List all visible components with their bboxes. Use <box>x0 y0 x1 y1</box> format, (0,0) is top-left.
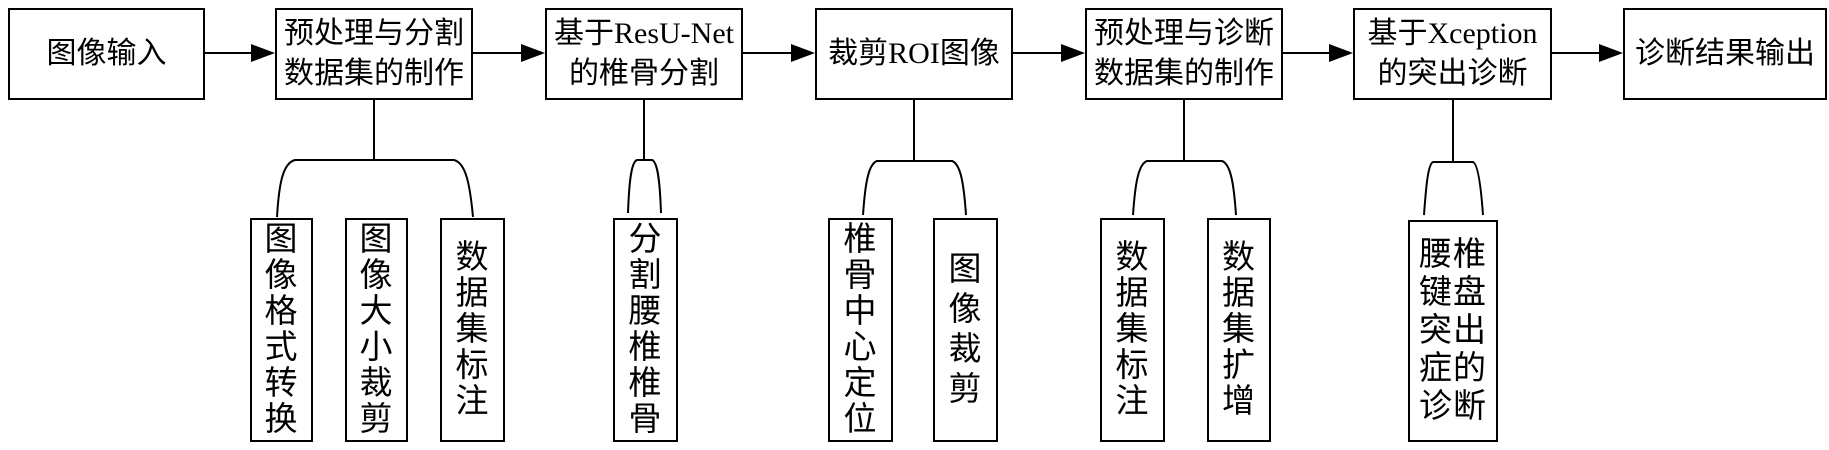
sub-box-image-size-cropping-label: 图像大小裁剪 <box>359 222 394 438</box>
sub-box-lumbar-disc-herniation-diagnosis-label: 腰椎键盘突出症的诊断 <box>1419 237 1487 425</box>
flow-box-resunet-vertebra-segmentation: 基于ResU-Net 的椎骨分割 <box>545 8 743 100</box>
sub-box-dataset-annotation-2-label: 数据集标注 <box>1115 240 1150 420</box>
sub-box-segment-lumbar-vertebrae: 分割腰椎椎骨 <box>613 218 678 442</box>
flow-box-diagnosis-dataset-creation: 预处理与诊断 数据集的制作 <box>1085 8 1283 100</box>
flow-box-diagnosis-result-output: 诊断结果输出 <box>1623 8 1827 100</box>
sub-box-image-format-conversion: 图像格式转换 <box>250 218 313 442</box>
sub-box-segment-lumbar-vertebrae-label: 分割腰椎椎骨 <box>628 222 663 438</box>
sub-box-image-cropping: 图像裁剪 <box>933 218 998 442</box>
flow-box-xception-protrusion-diagnosis: 基于Xception 的突出诊断 <box>1353 8 1552 100</box>
brace-crop-roi <box>862 100 967 216</box>
brace-preprocess-diagnosis <box>1132 100 1237 216</box>
arrow-right-4 <box>1013 44 1085 62</box>
sub-box-image-cropping-label: 图像裁剪 <box>948 252 983 408</box>
brace-resunet <box>627 100 662 214</box>
flow-box-xception-protrusion-diagnosis-label: 基于Xception 的突出诊断 <box>1367 17 1538 90</box>
arrow-right-5 <box>1283 44 1353 62</box>
sub-box-dataset-annotation-2: 数据集标注 <box>1100 218 1165 442</box>
arrow-right-2 <box>473 44 545 62</box>
arrow-right-3 <box>743 44 815 62</box>
arrow-right-6 <box>1552 44 1623 62</box>
flow-box-crop-roi-image-label: 裁剪ROI图像 <box>828 37 1000 70</box>
brace-preprocess-segment <box>276 100 474 218</box>
sub-box-dataset-annotation-1-label: 数据集标注 <box>455 240 490 420</box>
flow-box-resunet-vertebra-segmentation-label: 基于ResU-Net 的椎骨分割 <box>554 17 734 90</box>
flow-box-diagnosis-dataset-creation-label: 预处理与诊断 数据集的制作 <box>1094 17 1274 90</box>
flow-box-image-input-label: 图像输入 <box>46 37 167 70</box>
flow-box-segmentation-dataset-creation: 预处理与分割 数据集的制作 <box>275 8 473 100</box>
sub-box-dataset-annotation-1: 数据集标注 <box>440 218 505 442</box>
sub-box-vertebra-center-location-label: 椎骨中心定位 <box>843 222 878 438</box>
sub-box-dataset-augmentation-label: 数据集扩增 <box>1222 240 1256 420</box>
flow-box-crop-roi-image: 裁剪ROI图像 <box>815 8 1013 100</box>
sub-box-image-size-cropping: 图像大小裁剪 <box>345 218 408 442</box>
arrow-right-1 <box>204 44 275 62</box>
sub-box-dataset-augmentation: 数据集扩增 <box>1207 218 1271 442</box>
flow-box-segmentation-dataset-creation-label: 预处理与分割 数据集的制作 <box>284 17 464 90</box>
flow-box-diagnosis-result-output-label: 诊断结果输出 <box>1635 37 1815 70</box>
brace-xception <box>1423 100 1484 216</box>
sub-box-image-format-conversion-label: 图像格式转换 <box>264 222 299 438</box>
flow-box-image-input: 图像输入 <box>8 8 205 100</box>
sub-box-lumbar-disc-herniation-diagnosis: 腰椎键盘突出症的诊断 <box>1408 220 1498 442</box>
sub-box-vertebra-center-location: 椎骨中心定位 <box>828 218 893 442</box>
